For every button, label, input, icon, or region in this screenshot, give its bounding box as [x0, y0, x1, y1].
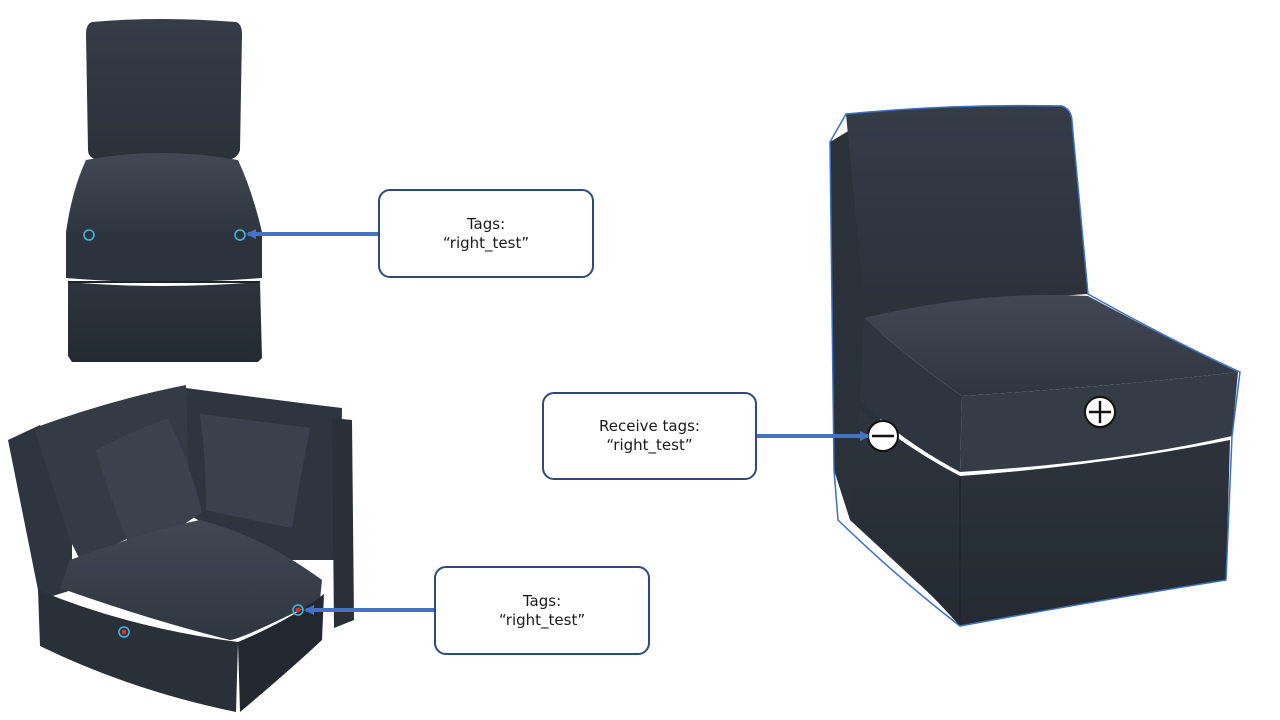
snap-point-icon[interactable]	[83, 229, 95, 241]
minus-circle-icon[interactable]	[867, 420, 899, 452]
chair-front-skirt	[68, 282, 262, 362]
callout-tags-corner-chair: Tags: “right_test”	[434, 566, 650, 655]
callout-receive-tags: Receive tags: “right_test”	[542, 392, 757, 480]
chair-perspective-view	[829, 104, 1241, 627]
chair-perspective-skirt	[850, 410, 1230, 626]
callout-value: “right_test”	[442, 233, 530, 252]
corner-seat	[60, 520, 322, 640]
chair-front-back-cushion	[86, 19, 242, 160]
corner-base-right	[238, 594, 324, 712]
corner-left-wing	[8, 425, 72, 600]
snap-point-icon[interactable]	[292, 604, 304, 616]
chair-perspective-outline	[829, 104, 1241, 627]
callout-value: “right_test”	[606, 436, 693, 454]
chair-front-seat	[66, 153, 262, 232]
corner-base-left	[38, 590, 238, 712]
plus-circle-icon[interactable]	[1084, 396, 1116, 428]
corner-right-wing	[332, 418, 354, 628]
snap-point-icon[interactable]	[234, 229, 246, 241]
callout-label: Tags:	[466, 214, 506, 233]
callout-tags-front-chair: Tags: “right_test”	[378, 189, 594, 278]
snap-point-icon[interactable]	[118, 626, 130, 638]
chair-front-seat-front	[66, 232, 262, 282]
corner-chair	[8, 385, 354, 712]
chair-perspective-back-cushion	[846, 105, 1088, 319]
chair-perspective-seat	[864, 294, 1238, 396]
callout-label: Tags:	[522, 591, 562, 610]
chair-perspective-seat-left	[860, 318, 962, 472]
chair-front-view	[66, 19, 262, 362]
callout-value: “right_test”	[498, 610, 586, 629]
corner-pillow-right	[200, 414, 310, 528]
callout-label: Receive tags:	[599, 417, 700, 435]
corner-pillow-left	[96, 418, 202, 552]
